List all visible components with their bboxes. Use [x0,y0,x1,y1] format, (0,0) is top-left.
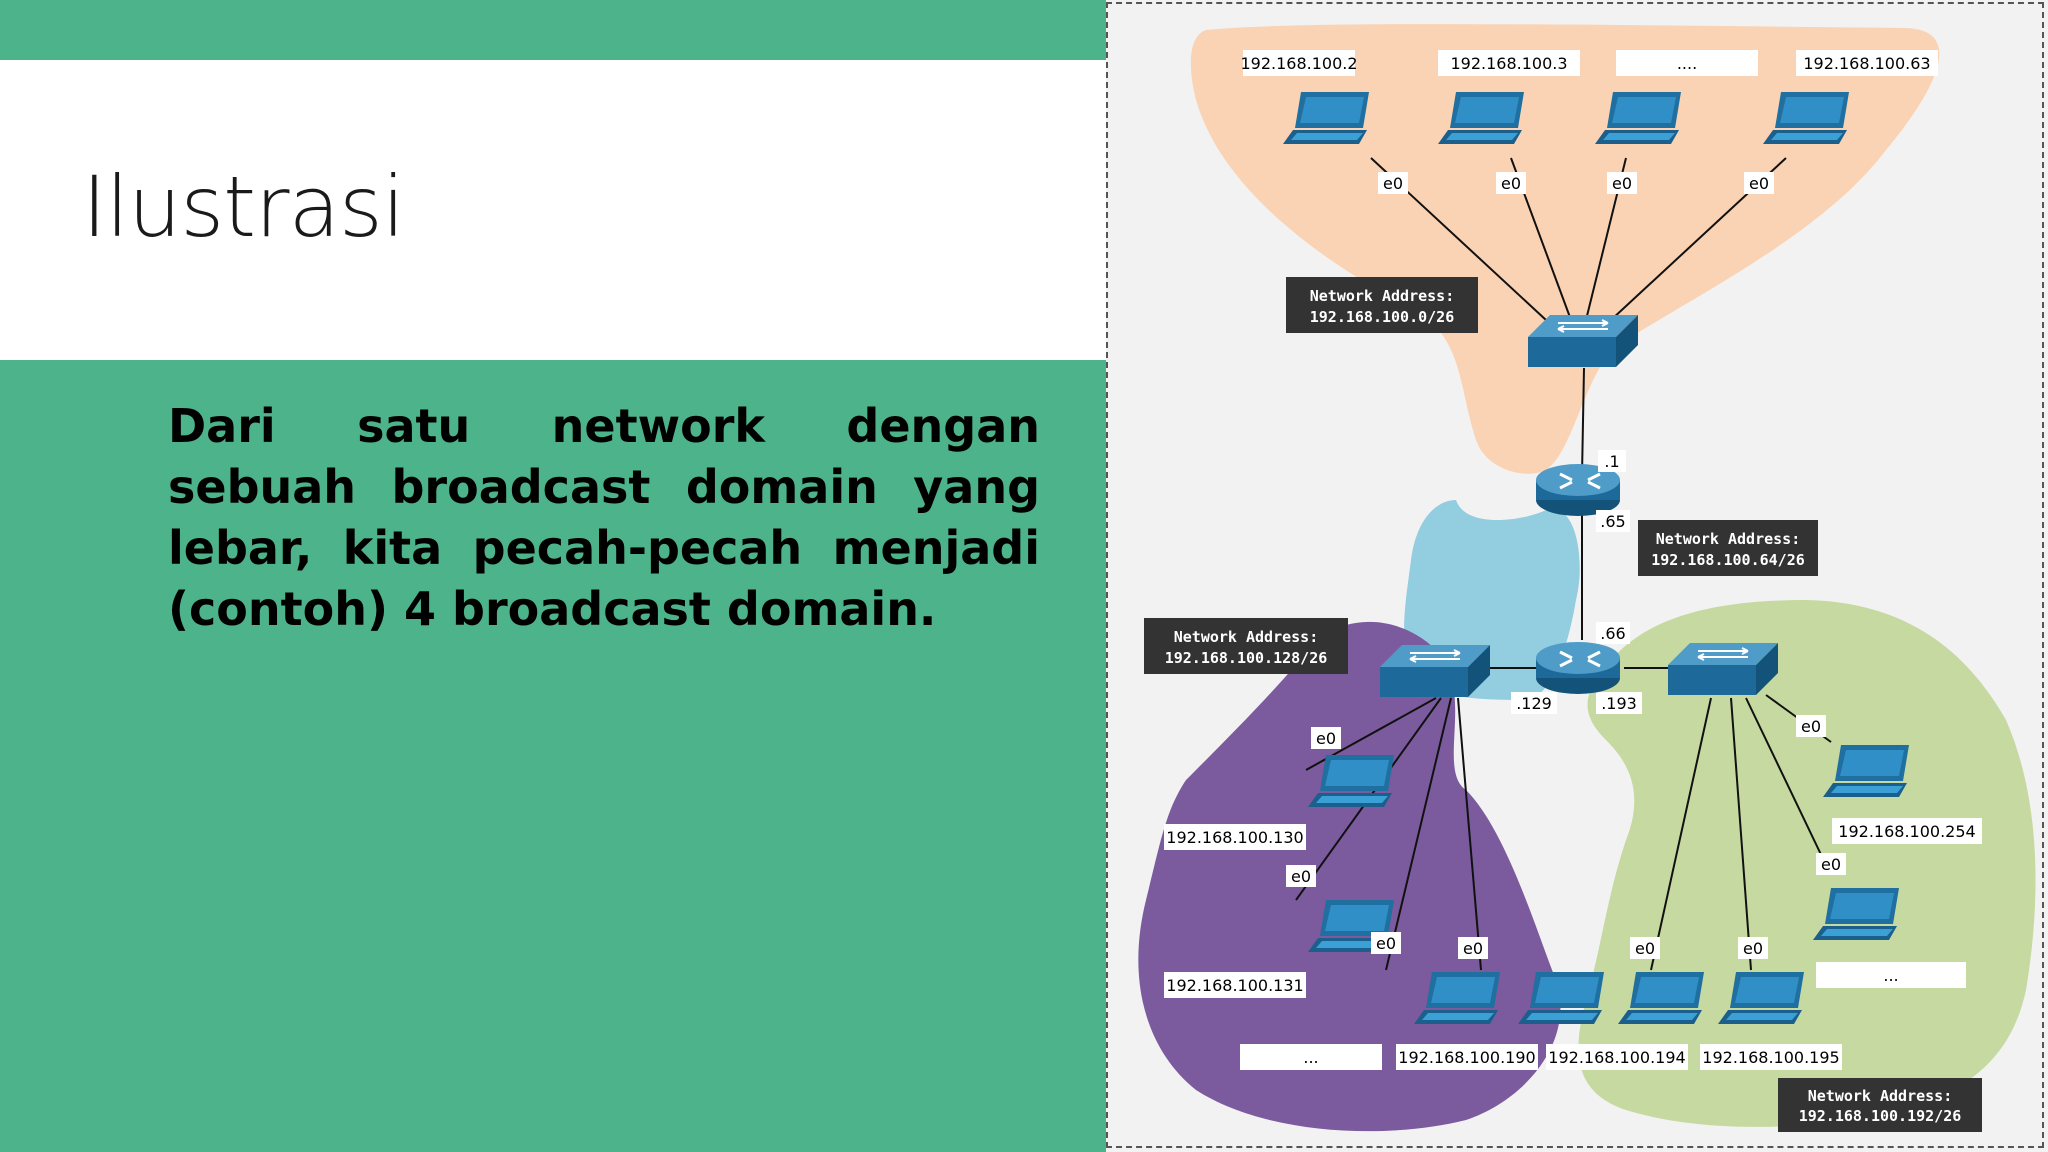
left-interface-labels: e0 e0 e0 e0 [1286,727,1488,959]
network-address-heading: Network Address: [1310,287,1455,305]
left-host-label: 192.168.100.190 [1398,1048,1535,1067]
right-switch-icon [1667,642,1779,696]
interface-label: e0 [1501,174,1521,193]
slide-title: Ilustrasi [82,158,405,256]
left-host-labels: 192.168.100.130 192.168.100.131 ... 192.… [1164,824,1538,1070]
network-address-heading: Network Address: [1656,530,1801,548]
top-interface-labels: e0 e0 e0 e0 [1378,172,1774,194]
router-port-label: .129 [1516,694,1552,713]
network-address-value: 192.168.100.0/26 [1310,308,1455,326]
interface-label: e0 [1801,717,1821,736]
left-switch-icon [1379,644,1491,698]
interface-label: e0 [1743,939,1763,958]
middle-network-address-box: Network Address: 192.168.100.64/26 [1638,520,1818,576]
interface-label: e0 [1821,855,1841,874]
top-host-label: 192.168.100.63 [1803,54,1930,73]
interface-label: e0 [1749,174,1769,193]
network-address-value: 192.168.100.192/26 [1799,1107,1962,1125]
top-host-label: .... [1677,54,1697,73]
left-host-label: ... [1303,1048,1318,1067]
interface-label: e0 [1291,867,1311,886]
network-address-value: 192.168.100.64/26 [1651,551,1805,569]
left-network-address-box: Network Address: 192.168.100.128/26 [1144,618,1348,674]
top-host-labels: 192.168.100.2 192.168.100.3 .... 192.168… [1240,50,1938,76]
network-address-heading: Network Address: [1174,628,1319,646]
right-host-labels: 192.168.100.254 ... 192.168.100.194 192.… [1546,818,1982,1070]
router-port-labels: .1 .65 .66 .129 .193 [1511,450,1642,714]
bottom-router-icon [1534,640,1622,696]
top-host-label: 192.168.100.3 [1450,54,1567,73]
top-accent-band [0,0,1106,60]
network-address-heading: Network Address: [1808,1087,1953,1105]
interface-label: e0 [1383,174,1403,193]
network-address-value: 192.168.100.128/26 [1165,649,1328,667]
interface-label: e0 [1635,939,1655,958]
router-port-label: .1 [1604,452,1619,471]
network-diagram: 192.168.100.2 192.168.100.3 .... 192.168… [1138,24,2036,1132]
interface-label: e0 [1316,729,1336,748]
top-network-area [1190,24,1940,474]
right-interface-labels: e0 e0 e0 e0 [1630,715,1846,959]
top-switch-icon [1527,314,1639,368]
right-host-label: ... [1883,966,1898,985]
title-band [0,60,1106,360]
left-host-label: 192.168.100.130 [1166,828,1303,847]
interface-label: e0 [1376,934,1396,953]
top-host-label: 192.168.100.2 [1240,54,1357,73]
top-network-address-box: Network Address: 192.168.100.0/26 [1286,277,1478,333]
router-port-label: .66 [1600,624,1625,643]
right-network-address-box: Network Address: 192.168.100.192/26 [1778,1078,1982,1132]
right-host-label: 192.168.100.195 [1702,1048,1839,1067]
slide-body-text: Dari satu network dengan sebuah broadcas… [168,399,1040,636]
right-host-label: 192.168.100.254 [1838,822,1975,841]
router-port-label: .65 [1600,512,1625,531]
right-host-label: 192.168.100.194 [1548,1048,1685,1067]
interface-label: e0 [1612,174,1632,193]
router-port-label: .193 [1601,694,1637,713]
center-gap [1514,715,1595,862]
interface-label: e0 [1463,939,1483,958]
left-host-label: 192.168.100.131 [1166,976,1303,995]
